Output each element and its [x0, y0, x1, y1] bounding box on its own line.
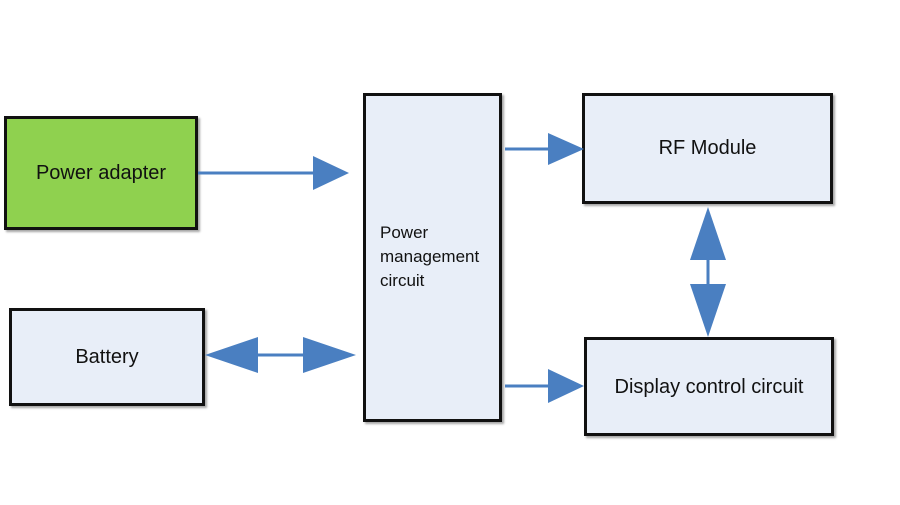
- display-control-circuit-block: Display control circuit: [584, 337, 834, 436]
- rf-module-block: RF Module: [582, 93, 833, 204]
- arrow-adapter-to-pmc-head: [313, 156, 349, 190]
- battery-block: Battery: [9, 308, 205, 406]
- display-control-label: Display control circuit: [614, 375, 804, 398]
- battery-label: Battery: [75, 346, 139, 368]
- power-adapter-block: Power adapter: [4, 116, 198, 230]
- arrow-pmc-to-display-head: [548, 369, 584, 403]
- arrow-rf-display-head-up: [690, 207, 726, 260]
- arrow-pmc-to-rf-head: [548, 133, 584, 165]
- arrow-battery-pmc-head-right: [303, 337, 356, 373]
- arrow-battery-pmc-head-left: [205, 337, 258, 373]
- arrow-rf-display-head-down: [690, 284, 726, 337]
- power-management-circuit-block: Power management circuit: [363, 93, 502, 422]
- rf-module-label: RF Module: [658, 137, 757, 159]
- power-management-label: Power management circuit: [380, 223, 480, 290]
- power-adapter-label: Power adapter: [35, 162, 167, 184]
